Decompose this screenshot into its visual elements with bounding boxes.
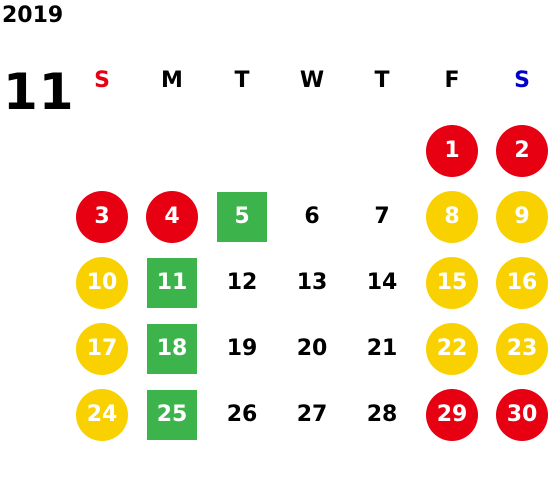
day-12: 12 bbox=[226, 270, 258, 295]
day-cell[interactable]: 17 bbox=[67, 316, 137, 382]
day-22: 22 bbox=[426, 323, 478, 375]
weekday-sunday: S bbox=[94, 68, 110, 93]
day-cell[interactable]: 23 bbox=[487, 316, 548, 382]
day-10: 10 bbox=[76, 257, 128, 309]
day-cell[interactable]: 3 bbox=[67, 184, 137, 250]
day-cell[interactable]: 1 bbox=[417, 118, 487, 184]
day-13: 13 bbox=[296, 270, 328, 295]
day-18: 18 bbox=[147, 324, 197, 374]
day-4: 4 bbox=[146, 191, 198, 243]
day-cell[interactable]: 21 bbox=[347, 316, 417, 382]
day-19: 19 bbox=[226, 336, 258, 361]
weekday-monday: M bbox=[161, 68, 183, 93]
day-cell[interactable]: 19 bbox=[207, 316, 277, 382]
day-cell[interactable]: 30 bbox=[487, 382, 548, 448]
day-27: 27 bbox=[296, 402, 328, 427]
day-23: 23 bbox=[496, 323, 548, 375]
weekday-header: S M T W T F S bbox=[67, 62, 548, 100]
day-cell[interactable]: 20 bbox=[277, 316, 347, 382]
day-cell[interactable]: 16 bbox=[487, 250, 548, 316]
day-cell[interactable]: 9 bbox=[487, 184, 548, 250]
day-cell[interactable]: 27 bbox=[277, 382, 347, 448]
day-cell[interactable]: 22 bbox=[417, 316, 487, 382]
day-2: 2 bbox=[496, 125, 548, 177]
day-30: 30 bbox=[496, 389, 548, 441]
month-label: 11 bbox=[3, 63, 75, 121]
day-cell[interactable]: 5 bbox=[207, 184, 277, 250]
day-28: 28 bbox=[366, 402, 398, 427]
day-14: 14 bbox=[366, 270, 398, 295]
year-label: 2019 bbox=[2, 3, 64, 28]
day-cell[interactable]: 13 bbox=[277, 250, 347, 316]
day-7: 7 bbox=[374, 204, 390, 229]
day-6: 6 bbox=[304, 204, 320, 229]
day-cell[interactable]: 8 bbox=[417, 184, 487, 250]
day-25: 25 bbox=[147, 390, 197, 440]
day-cell[interactable]: 24 bbox=[67, 382, 137, 448]
day-cell[interactable]: 18 bbox=[137, 316, 207, 382]
day-cell[interactable]: 26 bbox=[207, 382, 277, 448]
day-3: 3 bbox=[76, 191, 128, 243]
weekday-saturday: S bbox=[514, 68, 530, 93]
day-9: 9 bbox=[496, 191, 548, 243]
day-5: 5 bbox=[217, 192, 267, 242]
day-cell[interactable]: 25 bbox=[137, 382, 207, 448]
day-1: 1 bbox=[426, 125, 478, 177]
day-17: 17 bbox=[76, 323, 128, 375]
day-cell[interactable]: 2 bbox=[487, 118, 548, 184]
day-15: 15 bbox=[426, 257, 478, 309]
day-29: 29 bbox=[426, 389, 478, 441]
day-cell[interactable]: 29 bbox=[417, 382, 487, 448]
weekday-wednesday: W bbox=[299, 68, 325, 93]
day-cell[interactable]: 11 bbox=[137, 250, 207, 316]
day-cell[interactable]: 28 bbox=[347, 382, 417, 448]
day-cell[interactable]: 12 bbox=[207, 250, 277, 316]
weekday-thursday: T bbox=[374, 68, 390, 93]
day-cell[interactable]: 10 bbox=[67, 250, 137, 316]
weekday-tuesday: T bbox=[234, 68, 250, 93]
day-cell[interactable]: 6 bbox=[277, 184, 347, 250]
day-cell[interactable]: 4 bbox=[137, 184, 207, 250]
day-cell[interactable]: 14 bbox=[347, 250, 417, 316]
day-26: 26 bbox=[226, 402, 258, 427]
day-8: 8 bbox=[426, 191, 478, 243]
day-cell[interactable]: 15 bbox=[417, 250, 487, 316]
day-20: 20 bbox=[296, 336, 328, 361]
day-21: 21 bbox=[366, 336, 398, 361]
weekday-friday: F bbox=[444, 68, 460, 93]
day-cell[interactable]: 7 bbox=[347, 184, 417, 250]
day-16: 16 bbox=[496, 257, 548, 309]
day-11: 11 bbox=[147, 258, 197, 308]
day-24: 24 bbox=[76, 389, 128, 441]
